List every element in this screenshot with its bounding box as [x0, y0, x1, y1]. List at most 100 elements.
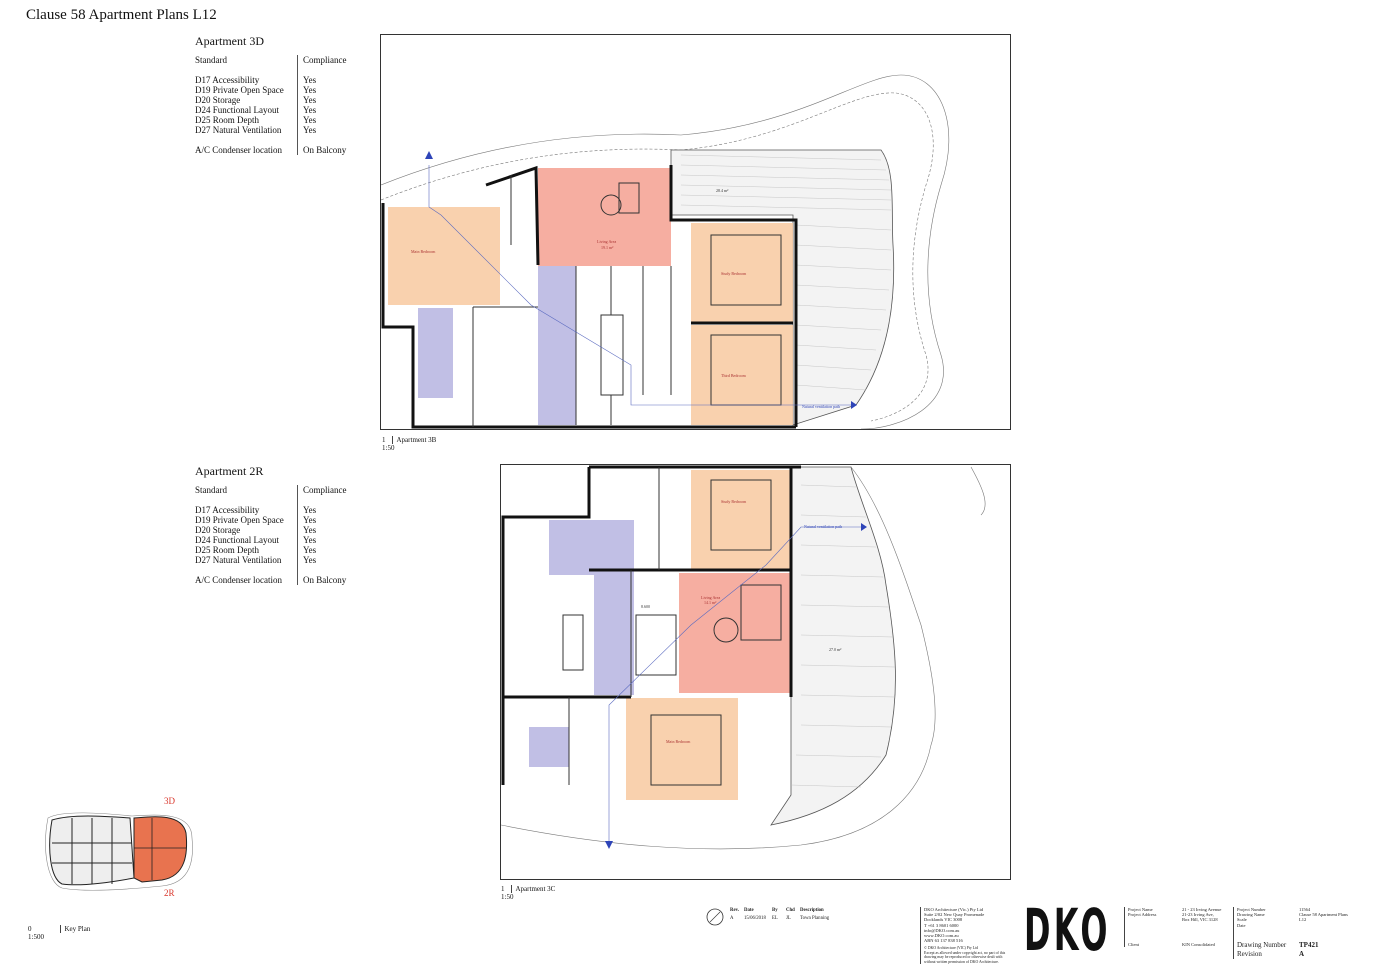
standard-row: D25 Room Depth	[195, 115, 259, 125]
room-label-study-bedroom: Study Bedroom	[721, 271, 747, 276]
copyright-line: drawing may be reproduced or otherwise d…	[924, 955, 1003, 960]
apartment-3d-title: Apartment 3D	[195, 34, 264, 48]
room-label-living-area: Living Area	[701, 595, 720, 600]
ac-condenser-label: A/C Condenser location	[195, 145, 282, 155]
compliance-value: Yes	[297, 505, 316, 515]
drawing-number-label: Drawing Number	[1237, 940, 1287, 949]
plan-scale: 1:50	[382, 444, 395, 452]
project-address-label: Project Address	[1128, 912, 1157, 918]
compliance-header: Compliance	[297, 485, 347, 495]
standard-row: D17 Accessibility	[195, 505, 260, 515]
room-label-study-bedroom: Study Bedroom	[721, 499, 747, 504]
project-address-line: 21-23 Irving Ave,	[1182, 912, 1214, 918]
standard-row: D24 Functional Layout	[195, 535, 279, 545]
page-title: Clause 58 Apartment Plans L12	[26, 7, 217, 23]
compliance-value: Yes	[297, 525, 316, 535]
key-plan-label-3d: 3D	[164, 796, 175, 806]
plan-caption: Apartment 3C	[510, 885, 555, 893]
chd-header: Chd	[786, 908, 795, 913]
north-point-icon	[706, 908, 724, 926]
project-number-label: Project Number	[1237, 907, 1266, 912]
compliance-value: Yes	[297, 115, 316, 125]
copyright-line: without written permission of DKO Archit…	[924, 959, 999, 964]
client-value: KIN Consolidated	[1182, 941, 1215, 947]
compliance-value: Yes	[297, 125, 316, 135]
copyright-line: © DKO Architecture (VIC) Pty Ltd	[924, 946, 979, 951]
plan-scale: 1:50	[501, 893, 514, 901]
plan-caption: Apartment 3B	[391, 436, 436, 444]
standard-row: D24 Functional Layout	[195, 105, 279, 115]
revision-value: A	[1299, 949, 1305, 958]
date-value: 15/06/2018	[744, 916, 766, 922]
drawing-name-label: Drawing Name	[1237, 912, 1265, 918]
rev-header: Rev.	[730, 908, 739, 913]
key-plan-scale-note: 0 Key Plan 1:500	[28, 925, 90, 941]
key-plan-caption: Key Plan	[59, 925, 90, 933]
firm-info: DKO Architecture (Vic.) Pty Ltd Suite 2/…	[920, 907, 1005, 965]
client-label: Client	[1128, 941, 1139, 947]
drawing-info: Project Number Drawing Name Scale Date 1…	[1233, 907, 1367, 959]
room-label-main-bedroom: Main Bedroom	[666, 739, 691, 744]
standard-row: D20 Storage	[195, 95, 241, 105]
room-label-third-bedroom: Third Bedroom	[721, 373, 747, 378]
standard-row: D19 Private Open Space	[195, 85, 284, 95]
project-address-line: Box Hill, VIC 3128	[1182, 917, 1218, 923]
compliance-value: Yes	[297, 105, 316, 115]
revision-label: Revision	[1237, 949, 1262, 958]
firm-line: www.DKO.com.au	[924, 933, 959, 939]
compliance-header: Compliance	[297, 55, 347, 65]
standard-row: D27 Natural Ventilation	[195, 125, 282, 135]
compliance-value: Yes	[297, 555, 316, 565]
date-header: Date	[744, 908, 754, 913]
compliance-value: Yes	[297, 535, 316, 545]
firm-line: Suite 2/02 New Quay Promenade	[924, 912, 985, 918]
floor-plan-drawing: Study Bedroom Living Area 14.1 m² Main B…	[500, 465, 986, 850]
drawing-name-value: Clause 58 Apartment Plans	[1299, 912, 1348, 918]
dko-logo: DKO	[1024, 896, 1111, 964]
rev-value: A	[730, 916, 734, 922]
description-header: Description	[800, 908, 824, 913]
compliance-value: Yes	[297, 95, 316, 105]
drawing-level-value: L12	[1299, 917, 1307, 923]
living-area-size: 19.1 m²	[601, 245, 614, 250]
firm-line: Docklands VIC 3008	[924, 917, 963, 923]
apartment-2r-section: Apartment 2R Standard Compliance D17 Acce…	[195, 464, 347, 585]
balcony-area: 27.0 m²	[829, 647, 842, 652]
standard-row: D19 Private Open Space	[195, 515, 284, 525]
project-name-label: Project Name	[1128, 907, 1153, 912]
living-area-size: 14.1 m²	[704, 600, 717, 605]
floor-plan-apartment-3d: Main Bedroom Living Area 19.1 m² Study B…	[380, 34, 1011, 430]
floor-plan-apartment-2r: Study Bedroom Living Area 14.1 m² Main B…	[500, 464, 1011, 880]
firm-line: T +61 3 8601 6000	[924, 922, 959, 928]
firm-line: DKO Architecture (Vic.) Pty Ltd	[924, 907, 984, 912]
key-plan-scale: 1:500	[28, 933, 44, 941]
standard-header: Standard	[195, 485, 227, 495]
key-plan: 3D 2R	[42, 796, 202, 906]
room-label-living-area: Living Area	[597, 239, 616, 244]
compliance-value: Yes	[297, 545, 316, 555]
ventilation-label: Natural ventilation path	[802, 404, 840, 409]
date-label: Date	[1237, 922, 1246, 928]
by-header: By	[772, 908, 778, 913]
ventilation-label: Natural ventilation path	[804, 524, 842, 529]
firm-line: info@DKO.com.au	[924, 927, 960, 933]
ac-condenser-label: A/C Condenser location	[195, 575, 282, 585]
balcony-area: 28.4 m²	[716, 188, 729, 193]
room-label-main-bedroom: Main Bedroom	[411, 249, 436, 254]
key-plan-label-2r: 2R	[164, 888, 175, 898]
project-name-value: 21 - 23 Irving Avenue	[1182, 907, 1222, 912]
by-value: EL	[772, 916, 778, 922]
standard-row: D20 Storage	[195, 525, 241, 535]
plan-number: 1	[501, 885, 505, 893]
standard-header: Standard	[195, 55, 227, 65]
project-info: Project Name Project Address 21 - 23 Irv…	[1124, 907, 1236, 947]
apartment-2r-title: Apartment 2R	[195, 464, 264, 478]
plan-2r-scale-note: 1 Apartment 3C 1:50	[501, 885, 555, 901]
key-plan-number: 0	[28, 925, 32, 933]
dimension-label: 8.600	[641, 604, 650, 609]
scale-label: Scale	[1237, 917, 1247, 923]
ac-condenser-value: On Balcony	[297, 575, 346, 585]
